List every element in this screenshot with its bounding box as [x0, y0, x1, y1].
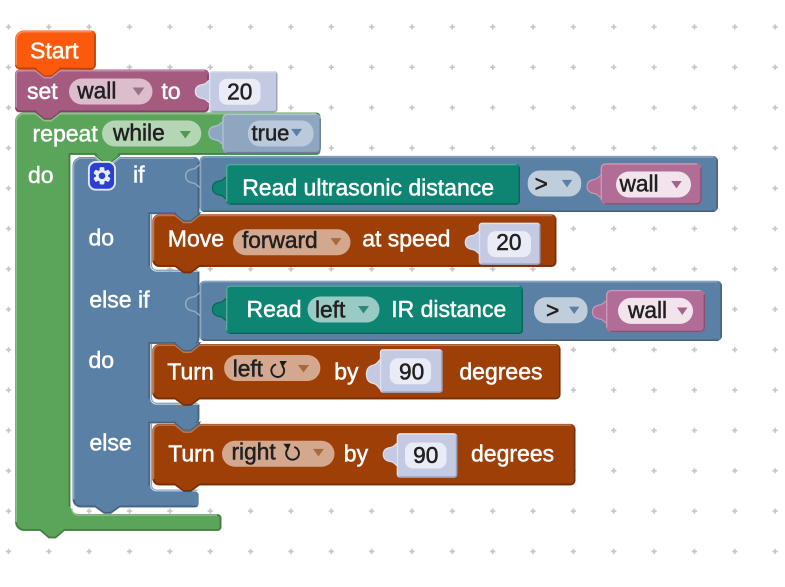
svg-text:else if: else if — [89, 287, 150, 313]
svg-text:right: right — [232, 439, 277, 465]
svg-text:Move: Move — [168, 225, 224, 251]
svg-text:degrees: degrees — [471, 441, 554, 467]
svg-text:set: set — [27, 78, 58, 104]
svg-text:true: true — [252, 121, 290, 146]
svg-text:if: if — [133, 162, 145, 188]
svg-text:to: to — [161, 78, 180, 104]
svg-text:else: else — [90, 429, 132, 455]
svg-text:20: 20 — [227, 78, 252, 104]
svg-text:while: while — [112, 120, 165, 146]
svg-text:forward: forward — [242, 227, 318, 253]
svg-text:wall: wall — [76, 78, 116, 104]
svg-text:20: 20 — [496, 229, 521, 255]
svg-text:wall: wall — [627, 297, 667, 323]
svg-text:>: > — [546, 297, 559, 323]
svg-text:Read ultrasonic distance: Read ultrasonic distance — [242, 175, 494, 201]
svg-text:Read: Read — [247, 296, 302, 322]
svg-text:at speed: at speed — [362, 225, 450, 251]
svg-text:degrees: degrees — [459, 359, 542, 385]
svg-text:do: do — [89, 225, 115, 251]
svg-text:90: 90 — [413, 442, 438, 468]
svg-text:do: do — [89, 347, 115, 373]
svg-text:by: by — [344, 441, 369, 467]
svg-text:IR distance: IR distance — [391, 296, 506, 322]
svg-text:by: by — [334, 359, 359, 385]
svg-text:Turn: Turn — [168, 441, 214, 467]
svg-text:left: left — [233, 356, 264, 382]
svg-text:do: do — [28, 162, 54, 188]
svg-text:Start: Start — [30, 38, 79, 64]
svg-text:wall: wall — [619, 170, 659, 196]
svg-text:90: 90 — [399, 358, 424, 384]
svg-text:left: left — [315, 297, 346, 323]
svg-text:>: > — [535, 170, 548, 196]
svg-text:Turn: Turn — [167, 359, 213, 385]
svg-text:repeat: repeat — [33, 121, 99, 147]
